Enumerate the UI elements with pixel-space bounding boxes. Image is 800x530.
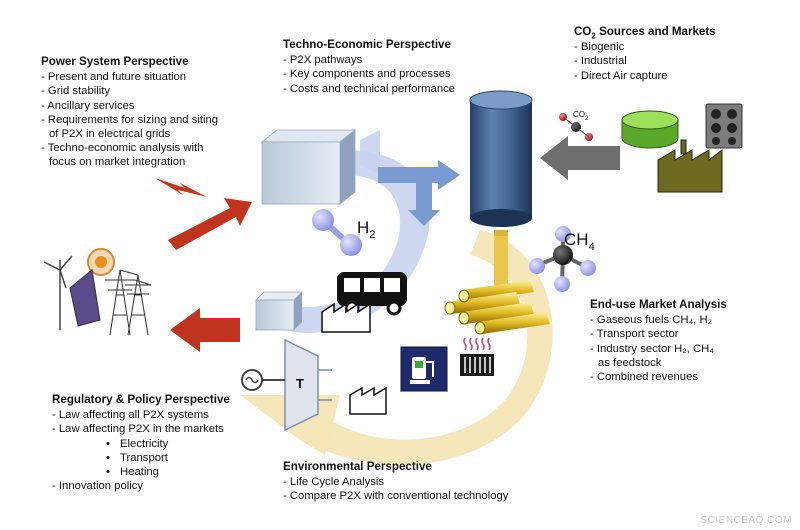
power-item: - Requirements for sizing and siting bbox=[41, 113, 219, 126]
regulatory-bullet: Transport bbox=[52, 451, 230, 465]
co2-sources-markets: CO2 Sources and Markets - Biogenic - Ind… bbox=[574, 25, 716, 83]
gas-pipeline-icon bbox=[444, 230, 550, 335]
power-item: - Ancillary services bbox=[41, 99, 135, 112]
environmental-perspective: Environmental Perspective - Life Cycle A… bbox=[283, 460, 508, 504]
power-item: focus on market integration bbox=[49, 156, 186, 169]
co2-item: - Direct Air capture bbox=[574, 69, 668, 82]
watermark: SCIENCEAQ.COM bbox=[700, 515, 792, 526]
flow-arrow-to-storage bbox=[378, 160, 460, 226]
power-item: - Present and future situation bbox=[41, 71, 187, 84]
techno-item: - Key components and processes bbox=[283, 68, 451, 81]
turbine-label: T bbox=[296, 376, 304, 391]
end-use-item: - Transport sector bbox=[590, 328, 679, 341]
h2-label: H2 bbox=[357, 218, 375, 241]
end-use-title: End-use Market Analysis bbox=[590, 298, 727, 311]
lightning-icon bbox=[155, 178, 207, 197]
regulatory-bullet: Electricity bbox=[52, 437, 230, 451]
co2-molecule-icon bbox=[559, 113, 593, 141]
ch4-label: CH4 bbox=[564, 230, 595, 253]
regulatory-item: - Innovation policy bbox=[52, 480, 144, 493]
co2-sources-title: CO2 Sources and Markets bbox=[574, 25, 716, 41]
biogas-digester-icon bbox=[621, 110, 679, 149]
direct-air-capture-icon bbox=[705, 103, 743, 149]
power-grid-icon bbox=[43, 248, 152, 336]
industrial-factory-icon bbox=[657, 139, 723, 193]
environmental-item: - Compare P2X with conventional technolo… bbox=[283, 490, 509, 503]
fuel-cell-box-icon bbox=[255, 291, 303, 331]
power-system-title: Power System Perspective bbox=[41, 55, 189, 68]
industry-outline-icon bbox=[349, 386, 387, 415]
environmental-title: Environmental Perspective bbox=[283, 460, 432, 473]
power-item: - Grid stability bbox=[41, 85, 111, 98]
regulatory-policy-perspective: Regulatory & Policy Perspective - Law af… bbox=[52, 393, 230, 493]
gas-storage-tank-icon bbox=[469, 90, 533, 227]
techno-item: - P2X pathways bbox=[283, 54, 363, 67]
ch4-molecule-icon bbox=[529, 226, 596, 292]
factory-outline-icon bbox=[321, 302, 371, 333]
end-use-market-analysis: End-use Market Analysis - Gaseous fuels … bbox=[590, 298, 727, 384]
techno-economic-perspective: Techno-Economic Perspective - P2X pathwa… bbox=[283, 38, 455, 96]
h2-molecule-icon bbox=[312, 209, 362, 256]
end-use-item: as feedstock bbox=[598, 356, 662, 369]
techno-economic-title: Techno-Economic Perspective bbox=[283, 38, 451, 51]
co2-item: - Biogenic bbox=[574, 41, 625, 54]
gas-turbine-icon bbox=[241, 338, 332, 432]
electrolyser-icon bbox=[260, 129, 357, 205]
end-use-item: - Combined revenues bbox=[590, 371, 699, 384]
environmental-item: - Life Cycle Analysis bbox=[283, 476, 385, 489]
end-use-item: - Gaseous fuels CH₄, H₂ bbox=[590, 314, 713, 327]
power-system-perspective: Power System Perspective - Present and f… bbox=[41, 55, 218, 170]
regulatory-bullet: Heating bbox=[52, 465, 230, 479]
techno-item: - Costs and technical performance bbox=[283, 82, 456, 95]
regulatory-title: Regulatory & Policy Perspective bbox=[52, 393, 230, 406]
red-arrow-to-electrolyser bbox=[168, 198, 252, 250]
fuel-station-icon bbox=[400, 346, 448, 392]
power-item: of P2X in electrical grids bbox=[49, 128, 171, 141]
co2-item: - Industrial bbox=[574, 55, 627, 68]
regulatory-item: - Law affecting P2X in the markets bbox=[52, 423, 224, 436]
power-item: - Techno-economic analysis with bbox=[41, 142, 204, 155]
co2-supply-arrow bbox=[540, 136, 620, 180]
red-arrow-to-grid bbox=[170, 308, 240, 352]
heater-icon bbox=[460, 337, 494, 376]
end-use-item: - Industry sector H₂, CH₄ bbox=[590, 342, 714, 355]
co2-molecule-label: CO2 bbox=[573, 110, 589, 122]
regulatory-item: - Law affecting all P2X systems bbox=[52, 409, 209, 422]
